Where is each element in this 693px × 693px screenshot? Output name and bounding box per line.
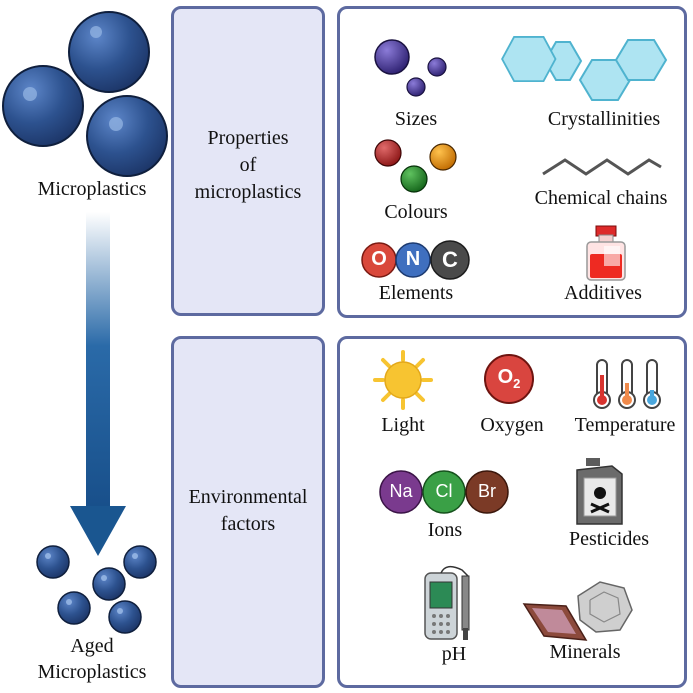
sphere-small-1	[36, 545, 70, 579]
ion-symbol-na: Na	[389, 481, 413, 501]
sphere-small-2	[123, 545, 157, 579]
properties-title-line2: of	[239, 154, 257, 176]
sizes-label: Sizes	[394, 108, 438, 130]
oxygen-letter: O	[497, 366, 514, 388]
ph-label: pH	[441, 643, 467, 665]
aged-label-line1: Aged	[70, 635, 114, 657]
properties-title-panel	[171, 6, 325, 316]
element-letter-c: C	[442, 247, 458, 272]
microplastics-label: Microplastics	[37, 178, 147, 200]
oxygen-label: Oxygen	[480, 414, 544, 436]
temperature-label: Temperature	[574, 414, 676, 436]
sphere-large-1	[68, 11, 150, 93]
aging-arrow-shaft	[86, 212, 110, 510]
additives-label: Additives	[564, 282, 642, 304]
colours-label: Colours	[384, 201, 448, 223]
pesticides-label: Pesticides	[569, 528, 649, 550]
aged-label-line2: Microplastics	[37, 661, 147, 683]
ion-symbol-br: Br	[478, 481, 496, 501]
sphere-small-3	[92, 567, 126, 601]
environment-title-panel	[171, 336, 325, 688]
chemical-chains-label: Chemical chains	[534, 187, 668, 209]
environment-title-line2: factors	[220, 513, 276, 535]
sphere-large-3	[86, 95, 168, 177]
ions-label: Ions	[427, 519, 463, 541]
properties-title-line1: Properties	[207, 127, 289, 149]
crystallinities-label: Crystallinities	[547, 108, 661, 130]
properties-title-line3: microplastics	[194, 181, 302, 203]
elements-label: Elements	[378, 282, 454, 304]
sphere-small-5	[108, 600, 142, 634]
light-label: Light	[381, 414, 425, 436]
minerals-label: Minerals	[549, 641, 621, 663]
sphere-large-2	[2, 65, 84, 147]
ion-symbol-cl: Cl	[435, 481, 453, 501]
environment-title-line1: Environmental	[188, 486, 308, 508]
element-letter-o: O	[371, 248, 387, 270]
aging-arrow-head	[70, 506, 126, 556]
oxygen-subscript: 2	[513, 376, 521, 391]
sphere-small-4	[57, 591, 91, 625]
properties-content-panel	[337, 6, 687, 318]
element-letter-n: N	[405, 248, 421, 270]
oxygen-symbol: O2	[494, 366, 524, 391]
